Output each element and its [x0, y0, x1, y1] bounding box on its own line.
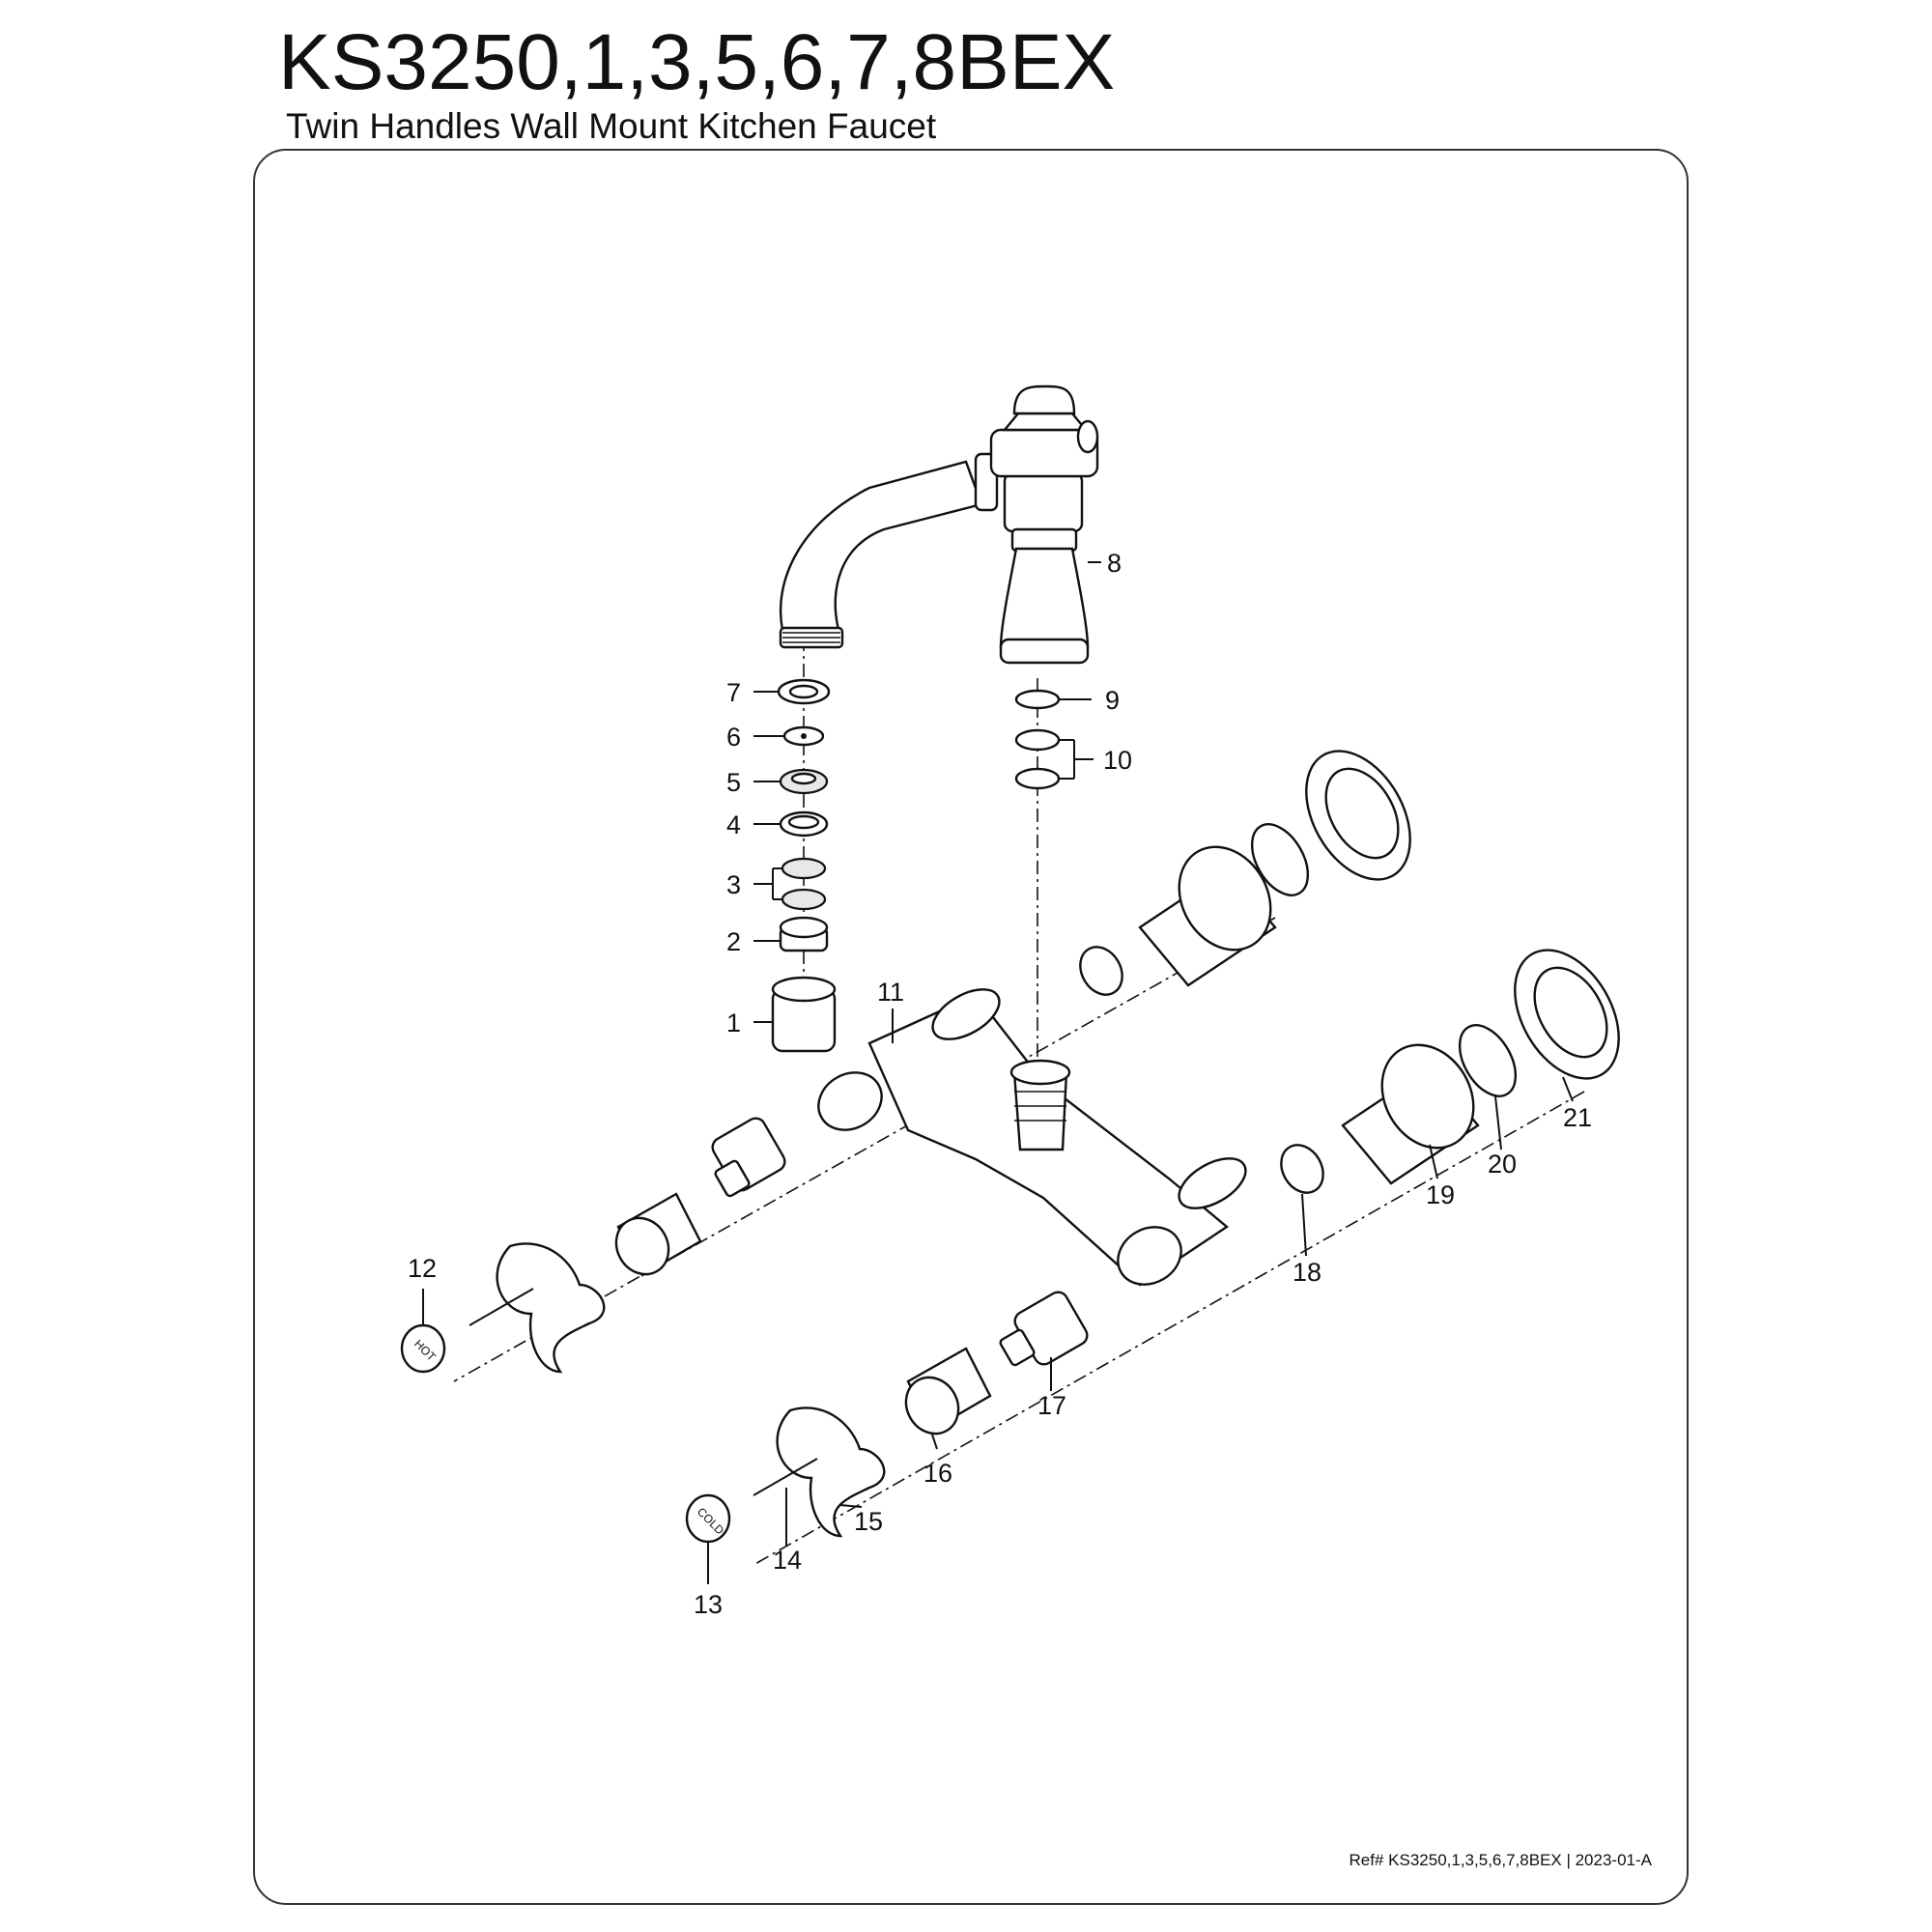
diagram-frame: [253, 149, 1689, 1905]
disk-part-6: [782, 725, 825, 747]
cold-handle-assembly: COLD: [685, 1291, 1089, 1544]
callout-19: 19: [1426, 1180, 1455, 1209]
page-title: KS3250,1,3,5,6,7,8BEX: [278, 18, 1116, 106]
callout-8: 8: [1107, 549, 1122, 578]
callout-5: 5: [726, 768, 741, 797]
housing-part-1: [771, 976, 837, 1053]
upper-wall-connection: [1079, 750, 1411, 996]
lower-wall-connection: [1280, 949, 1620, 1194]
hot-handle-assembly: HOT: [400, 1117, 786, 1374]
page-subtitle: Twin Handles Wall Mount Kitchen Faucet: [286, 106, 937, 146]
callout-21: 21: [1563, 1103, 1592, 1132]
callout-14: 14: [773, 1546, 802, 1575]
screen-part-5: [779, 768, 829, 795]
callout-7: 7: [726, 678, 741, 707]
callout-labels: 1 2 3 4 5 6 7 8 9 10 11 12 13 14 15 16 1…: [408, 549, 1592, 1619]
callout-2: 2: [726, 927, 741, 956]
callout-10: 10: [1103, 746, 1132, 775]
callout-11: 11: [877, 978, 904, 1007]
callout-6: 6: [726, 723, 741, 752]
callout-3: 3: [726, 870, 741, 899]
callout-17: 17: [1037, 1391, 1066, 1420]
cross-handle-hot: [496, 1242, 606, 1374]
callout-20: 20: [1488, 1150, 1517, 1179]
faucet-body-part-11: [817, 988, 1247, 1287]
callout-12: 12: [408, 1254, 437, 1283]
callout-1: 1: [726, 1009, 741, 1037]
reference-number: Ref# KS3250,1,3,5,6,7,8BEX | 2023-01-A: [1349, 1851, 1652, 1869]
callout-15: 15: [854, 1507, 883, 1536]
callout-4: 4: [726, 810, 741, 839]
washers-part-9-10: [1014, 689, 1061, 790]
oring-part-20: [1458, 1024, 1518, 1097]
callout-13: 13: [694, 1590, 723, 1619]
aerator-parts: [771, 678, 837, 1053]
callout-16: 16: [923, 1459, 952, 1488]
ring-part-4: [779, 810, 829, 838]
spout-part-8: [779, 384, 1099, 665]
leader-lines: [422, 561, 1574, 1584]
callout-18: 18: [1293, 1258, 1321, 1287]
cross-handle-cold: [776, 1406, 886, 1538]
callout-9: 9: [1105, 686, 1120, 715]
nut-part-18: [1280, 1144, 1324, 1194]
screw-part-14: [753, 1458, 818, 1496]
washer-part-7: [777, 678, 831, 705]
insert-part-2: [779, 916, 829, 952]
